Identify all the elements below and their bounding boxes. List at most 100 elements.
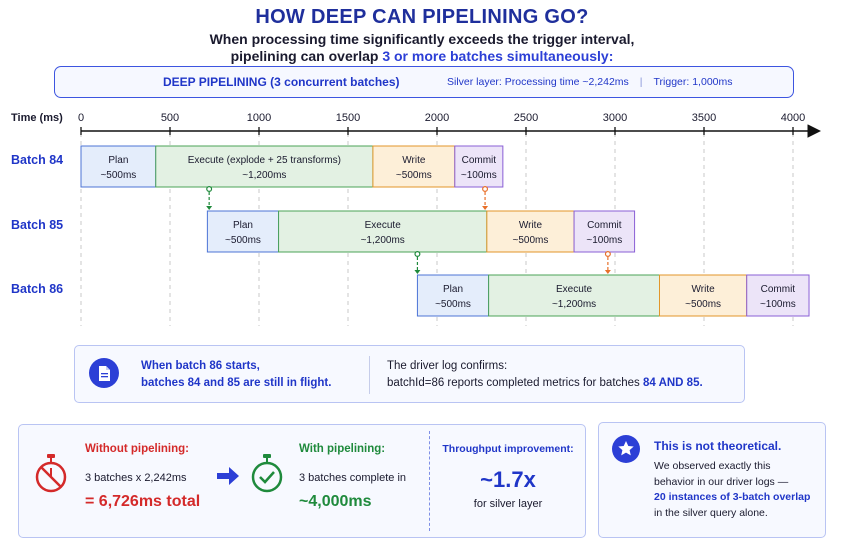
phase-duration: ~500ms	[513, 235, 549, 246]
throughput-label: Throughput improvement:	[442, 443, 574, 455]
x-tick-label: 0	[78, 112, 84, 124]
phase-name: Execute	[556, 284, 593, 295]
x-tick-label: 4000	[781, 112, 805, 124]
phase-duration: ~100ms	[760, 299, 796, 310]
in-flight-note: When batch 86 starts, batches 84 and 85 …	[74, 345, 745, 403]
phase-name: Commit	[761, 284, 796, 295]
note-divider	[369, 356, 370, 394]
x-tick-label: 1500	[336, 112, 360, 124]
phase-duration: ~100ms	[461, 170, 497, 181]
x-tick-label: 1000	[247, 112, 271, 124]
note-left-line-2: batches 84 and 85 are still in flight.	[141, 377, 332, 389]
phase-bar-commit	[454, 145, 504, 188]
phase-bar-plan	[80, 145, 157, 188]
without-pipelining-label: Without pipelining:	[85, 443, 190, 455]
batch-row-label: Batch 86	[11, 282, 63, 296]
connector-start-dot	[206, 186, 213, 193]
with-pipelining-label: With pipelining:	[299, 443, 386, 455]
page-title: HOW DEEP CAN PIPELINING GO?	[255, 6, 589, 28]
phase-bar-commit	[746, 274, 810, 317]
phase-name: Write	[402, 155, 426, 166]
connector-start-dot	[482, 186, 489, 193]
phase-duration: ~100ms	[586, 235, 622, 246]
banner-title: DEEP PIPELINING (3 concurrent batches)	[163, 75, 400, 89]
x-tick-label: 3000	[603, 112, 627, 124]
phase-duration: ~1,200ms	[242, 170, 286, 181]
phase-bar-execute	[155, 145, 374, 188]
not-theoretical-highlight: 20 instances of 3-batch overlap	[654, 491, 811, 503]
phase-duration: ~500ms	[396, 170, 432, 181]
phase-bar-execute	[278, 210, 488, 253]
phase-name: Commit	[462, 155, 497, 166]
arrow-right-icon	[217, 467, 239, 485]
phase-name: Execute	[365, 220, 402, 231]
banner-metrics: Silver layer: Processing time ~2,242ms | T…	[447, 76, 733, 88]
note-right-line-2: batchId=86 reports completed metrics for…	[387, 375, 703, 392]
phase-duration: ~500ms	[685, 299, 721, 310]
stopwatch-crossed-icon	[35, 454, 67, 493]
subtitle-line-1: When processing time significantly excee…	[209, 31, 635, 47]
x-tick-label: 500	[161, 112, 179, 124]
x-axis-label: Time (ms)	[11, 112, 63, 124]
without-pipelining-detail: 3 batches x 2,242ms	[85, 472, 187, 484]
with-pipelining-detail: 3 batches complete in	[299, 472, 407, 484]
phase-name: Plan	[233, 220, 253, 231]
with-pipelining-total: ~4,000ms	[299, 493, 372, 510]
note-right-line-1: The driver log confirms:	[387, 360, 508, 372]
star-icon	[612, 435, 640, 463]
phase-bar-write	[659, 274, 748, 317]
not-theoretical-line-1: We observed exactly this	[654, 460, 771, 472]
banner-separator: |	[639, 76, 643, 88]
phase-name: Write	[692, 284, 716, 295]
throughput-divider	[429, 431, 430, 531]
note-left-line-1: When batch 86 starts,	[141, 360, 260, 372]
phase-bar-plan	[206, 210, 280, 253]
banner-trigger: Trigger: 1,000ms	[653, 76, 733, 88]
banner-processing-time: Silver layer: Processing time ~2,242ms	[447, 76, 629, 88]
not-theoretical-heading: This is not theoretical.	[654, 439, 782, 453]
note-right-text: The driver log confirms: batchId=86 repo…	[387, 358, 703, 392]
connector-start-dot	[604, 251, 611, 258]
x-tick-label: 2500	[514, 112, 538, 124]
connector-arrowhead	[604, 270, 611, 274]
pipeline-timeline-chart: Time (ms) 0 500 1000 1500 2000 2500 3000 3500 40…	[11, 112, 821, 326]
phase-duration: ~500ms	[100, 170, 136, 181]
note-right-highlight: 84 AND 85.	[643, 377, 703, 389]
not-theoretical-line-2: behavior in our driver logs —	[654, 475, 789, 488]
phase-name: Commit	[587, 220, 622, 231]
document-icon	[89, 358, 119, 388]
phase-bar-write	[486, 210, 575, 253]
phase-duration: ~1,200ms	[552, 299, 596, 310]
comparison-panel: Without pipelining: 3 batches x 2,242ms …	[18, 424, 586, 538]
x-tick-label: 2000	[425, 112, 449, 124]
pipelining-banner: DEEP PIPELINING (3 concurrent batches) S…	[54, 66, 794, 98]
stopwatch-check-icon	[251, 454, 283, 493]
not-theoretical-line-4: in the silver query alone.	[654, 506, 768, 519]
phase-bar-commit	[573, 210, 636, 253]
batch-row-label: Batch 85	[11, 218, 63, 232]
subtitle-line-2: pipelining can overlap 3 or more batches…	[0, 48, 844, 64]
subtitle-line-2-text: pipelining can overlap	[230, 48, 383, 64]
phase-duration: ~500ms	[435, 299, 471, 310]
connector-arrowhead	[482, 206, 489, 210]
batch-row-label: Batch 84	[11, 153, 63, 167]
connector-arrowhead	[414, 270, 421, 274]
phase-bar-plan	[416, 274, 490, 317]
phase-bar-write	[372, 145, 456, 188]
connector-start-dot	[414, 251, 421, 258]
connector-arrowhead	[206, 206, 213, 210]
subtitle-highlight: 3 or more batches simultaneously:	[382, 48, 614, 64]
phase-name: Execute (explode + 25 transforms)	[188, 155, 341, 166]
throughput-value: ~1.7x	[480, 467, 536, 492]
not-theoretical-panel: This is not theoretical. We observed exa…	[598, 422, 826, 538]
throughput-context: for silver layer	[473, 498, 543, 510]
without-pipelining-total: = 6,726ms total	[85, 493, 201, 510]
phase-bar-execute	[488, 274, 660, 317]
note-right-line-2-text: batchId=86 reports completed metrics for…	[387, 377, 644, 389]
phase-name: Plan	[443, 284, 463, 295]
not-theoretical-body: We observed exactly this behavior in our…	[654, 459, 822, 521]
phase-name: Plan	[108, 155, 128, 166]
note-left-text: When batch 86 starts, batches 84 and 85 …	[141, 358, 331, 392]
not-theoretical-highlight-line: 20 instances of 3-batch overlap	[654, 490, 822, 506]
x-tick-label: 3500	[692, 112, 716, 124]
